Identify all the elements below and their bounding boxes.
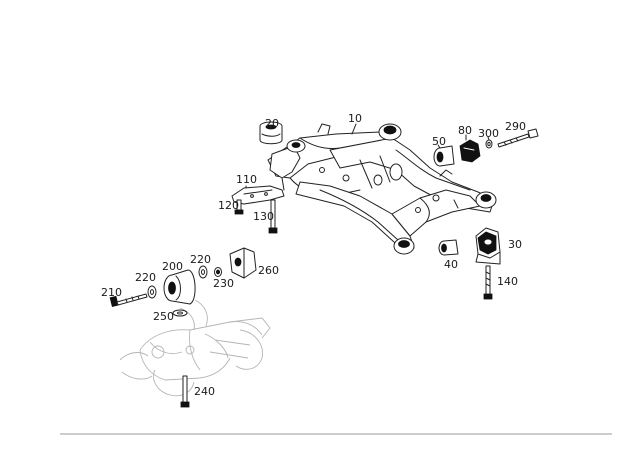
callout-200: 200 [162, 260, 183, 273]
nut [214, 267, 222, 277]
through-bolt [109, 293, 148, 308]
callout-110: 110 [236, 173, 257, 186]
callout-290: 290 [505, 120, 526, 133]
flat-washer [172, 309, 188, 317]
callout-40: 40 [444, 258, 458, 271]
callout-210: 210 [101, 286, 122, 299]
callout-220-left: 220 [135, 271, 156, 284]
callout-300: 300 [478, 127, 499, 140]
leader-lines [245, 123, 490, 189]
callout-30: 30 [508, 238, 522, 251]
callout-80: 80 [458, 124, 472, 137]
mount-block [229, 247, 257, 279]
bolt-long [268, 199, 278, 234]
rubber-mount [475, 227, 501, 265]
mount-bracket [459, 139, 481, 163]
callout-20: 20 [265, 117, 279, 130]
differential-housing-ghost [119, 299, 271, 397]
callout-220-right: 220 [190, 253, 211, 266]
callout-230: 230 [213, 277, 234, 290]
washer [485, 139, 493, 149]
callout-50: 50 [432, 135, 446, 148]
bolt-vertical [483, 265, 493, 300]
callout-130: 130 [253, 210, 274, 223]
callout-240: 240 [194, 385, 215, 398]
callout-250: 250 [153, 310, 174, 323]
vertical-bolt [180, 375, 190, 408]
washer-left [147, 285, 157, 299]
axle-bushing [163, 269, 196, 305]
callout-120: 120 [218, 199, 239, 212]
callout-260: 260 [258, 264, 279, 277]
washer-right [198, 265, 208, 279]
rear-axle-carrier [267, 123, 497, 255]
bolt-short [234, 199, 244, 215]
bushing [438, 239, 459, 256]
callout-140: 140 [497, 275, 518, 288]
bolt [497, 128, 539, 148]
bushing-sleeve [433, 145, 455, 167]
callout-10: 10 [348, 112, 362, 125]
